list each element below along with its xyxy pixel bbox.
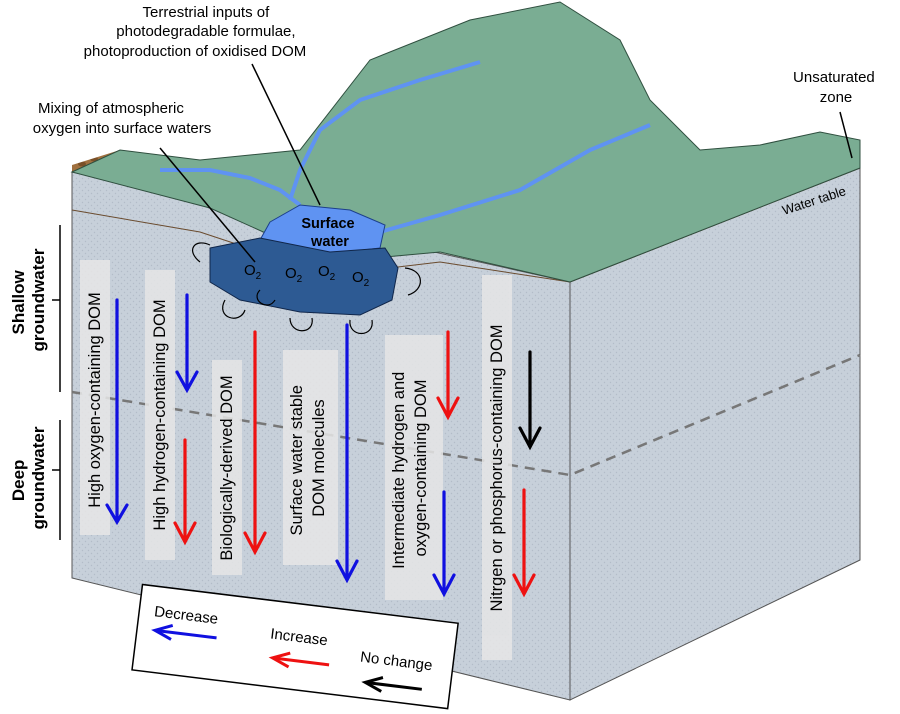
legend-increase-arrow	[268, 651, 330, 669]
callout-terrestrial-inputs: Terrestrial inputs of photodegradable fo…	[84, 4, 307, 60]
legend-no-change-arrow	[361, 676, 422, 693]
legend: Decrease Increase No change	[131, 583, 459, 710]
arrow-col6-no-change	[518, 350, 542, 451]
col-label-surface-water-stable: Surface water stable DOM molecules	[288, 380, 328, 535]
callout-mixing-oxygen: Mixing of atmospheric oxygen into surfac…	[33, 100, 211, 137]
o2-labels: O2 O2 O2 O2	[244, 262, 370, 289]
callout-leaders	[159, 63, 853, 263]
col-label-high-oxygen: High oxygen-containing DOM	[86, 292, 104, 508]
legend-decrease-arrow	[151, 624, 217, 641]
svg-text:O2: O2	[285, 265, 303, 285]
zone-label-shallow: Shallow groundwater	[9, 248, 48, 351]
arrow-col6-increase	[512, 488, 536, 598]
mixing-arrows	[192, 242, 421, 335]
stream-left	[160, 168, 302, 207]
arrow-col5-decrease	[432, 490, 456, 598]
column-label-backgrounds	[80, 260, 512, 660]
zone-brackets	[52, 225, 61, 540]
shallow-deep-boundary	[71, 353, 861, 477]
col-label-nitrogen-phosphorus: Nitrgen or phosphorus-containing DOM	[488, 324, 506, 611]
svg-text:O2: O2	[352, 269, 370, 289]
svg-text:O2: O2	[318, 263, 336, 283]
stream-right	[379, 123, 651, 234]
arrow-col1-decrease	[105, 298, 129, 526]
col-label-intermediate: Intermediate hydrogen and oxygen-contain…	[390, 367, 430, 569]
zone-label-deep: Deep groundwater	[9, 426, 48, 529]
svg-text:O2: O2	[244, 262, 262, 282]
arrow-col3-increase	[243, 330, 267, 556]
callout-unsaturated-zone: Unsaturated zone	[793, 69, 879, 106]
trend-arrows	[105, 293, 542, 598]
arrow-col2-decrease	[175, 293, 199, 394]
stream-upper	[288, 60, 481, 201]
land-surface	[70, 1, 861, 283]
arrow-col2-increase	[173, 438, 197, 546]
arrow-col5-increase	[436, 330, 460, 421]
surface-water-label: Surface water	[301, 216, 358, 250]
arrow-col4-decrease	[335, 323, 359, 584]
col-label-high-hydrogen: High hydrogen-containing DOM	[151, 299, 169, 530]
col-label-biologically-derived: Biologically-derived DOM	[218, 375, 236, 560]
legend-increase-label: Increase	[269, 626, 328, 650]
